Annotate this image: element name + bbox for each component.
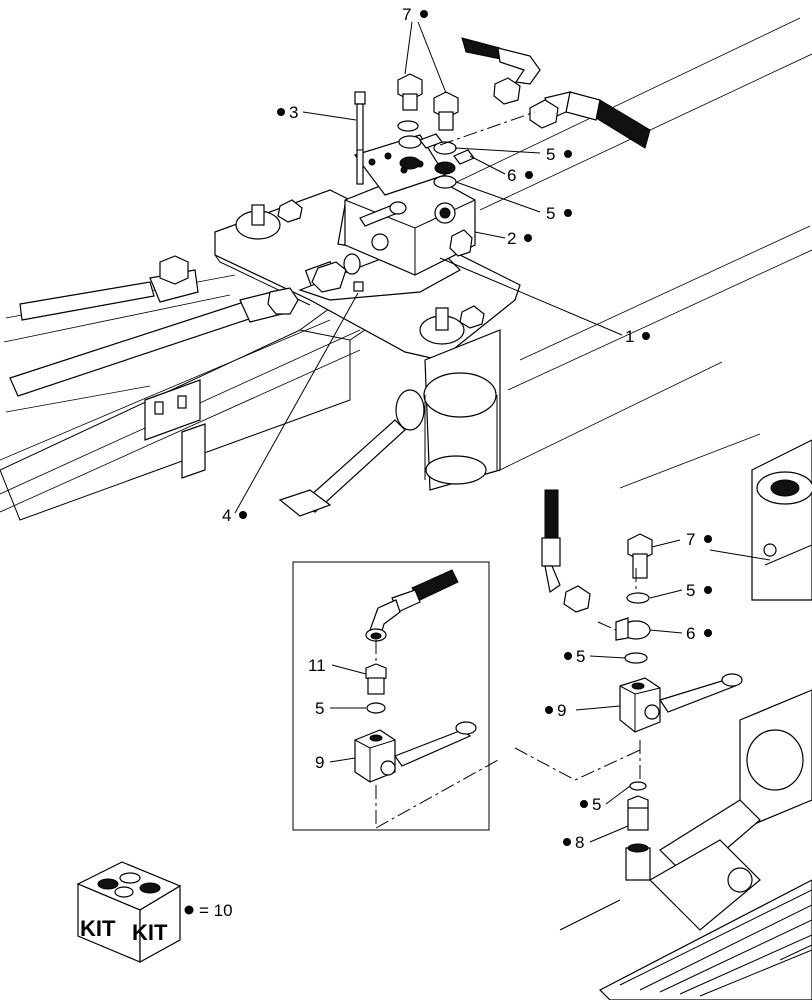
bullet-icon [545,706,553,714]
bullet-icon [564,652,572,660]
bullet-icon [239,511,247,519]
bullet-icon [704,586,712,594]
hitch-background [559,439,812,1000]
leader-lines [234,21,771,843]
banjo-bolt-top-2 [433,91,459,131]
bullet-icon [277,108,285,116]
bullet-icon [563,838,571,846]
valve-block [298,73,476,301]
callout-11: 11 [308,656,326,675]
kit-box-icon: KIT KIT [76,861,182,964]
bullet-icon [642,332,650,340]
callout-5-a: 5 [546,145,555,164]
plate-bolt-right [419,305,485,345]
bullet-icon [524,234,532,242]
banjo-bolt-top-1 [397,73,423,132]
plate-bolt-left [235,199,303,240]
bullet-icon [564,150,572,158]
callout-8: 8 [575,833,584,852]
bullet-icon [420,10,428,18]
kit-legend-text: = 10 [199,901,233,920]
callout-5-d: 5 [576,647,585,666]
valve-assembly-right [514,489,743,881]
bullet-icon [704,535,712,543]
kit-legend: = 10 [184,901,233,920]
callout-5-f: 5 [315,699,324,718]
callout-7-right: 7 [686,530,695,549]
callout-6-b: 6 [686,624,695,643]
callout-9-right: 9 [557,701,566,720]
callout-5-c: 5 [686,581,695,600]
callout-labels: 7 3 5 6 5 2 1 4 7 5 6 5 9 5 8 [222,5,712,852]
kit-label-left: KIT [80,916,116,941]
callout-2: 2 [507,229,516,248]
callout-6-a: 6 [507,166,516,185]
callout-3: 3 [289,103,298,122]
hose-upper-right-assembly [439,37,651,149]
callout-1: 1 [625,327,634,346]
bullet-icon [525,171,533,179]
inset-detail [292,561,499,831]
kit-label-right: KIT [132,920,168,945]
bullet-icon [580,800,588,808]
callout-4: 4 [222,506,231,525]
callout-9-inset: 9 [315,753,324,772]
callout-5-b: 5 [546,204,555,223]
callout-7-top: 7 [402,5,411,24]
chassis-frame [0,17,812,521]
callout-5-e: 5 [592,795,601,814]
bullet-icon [704,629,712,637]
kit-dot-icon [184,905,194,915]
bullet-icon [564,209,572,217]
